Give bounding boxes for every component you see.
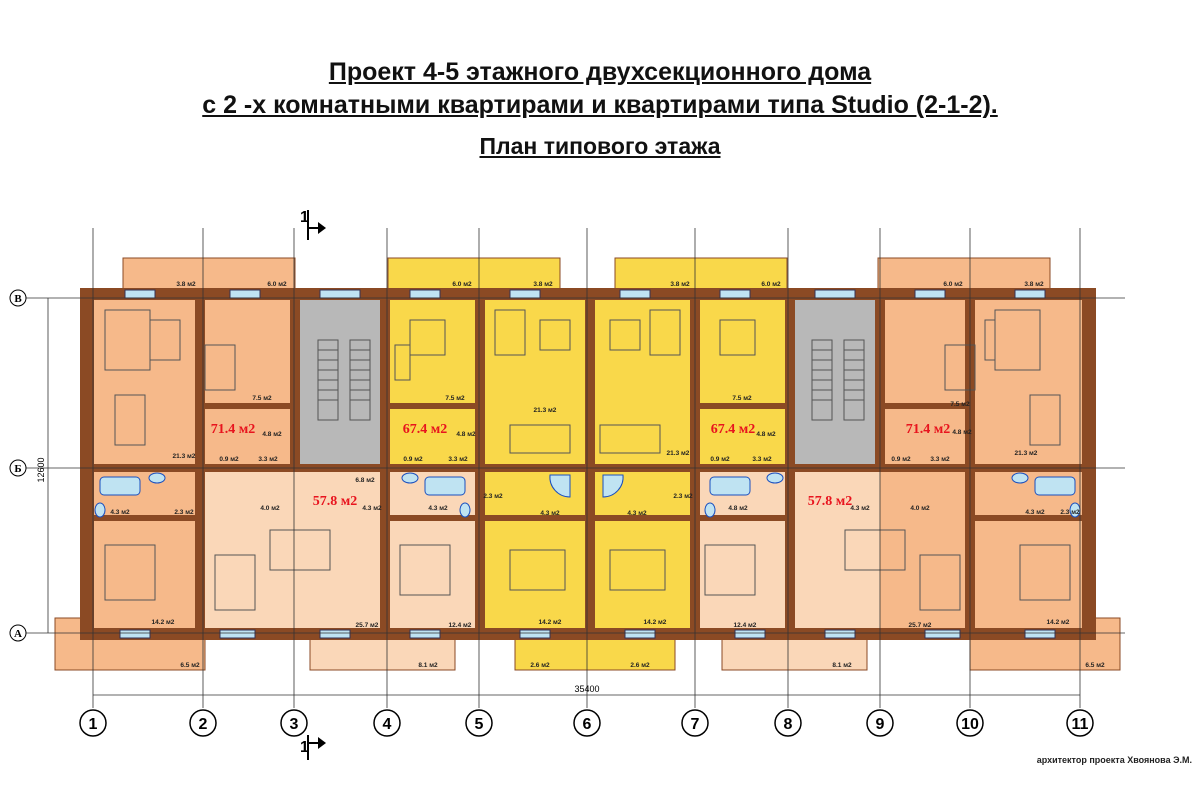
depth-dimension: 12600 xyxy=(36,457,46,482)
axis-number-1: 1 xyxy=(89,716,98,733)
room-area: 21.3 м2 xyxy=(534,407,557,414)
axis-number-6: 6 xyxy=(583,716,592,733)
axis-letter-b: Б xyxy=(14,463,21,475)
room-area: 4.8 м2 xyxy=(728,505,748,512)
room-area: 21.3 м2 xyxy=(667,450,690,457)
room-area: 2.3 м2 xyxy=(673,493,693,500)
room-area: 2.6 м2 xyxy=(530,662,550,669)
section-label-top: 1 xyxy=(300,209,309,226)
apt-area-5: 57.8 м2 xyxy=(808,494,853,509)
room-area: 6.0 м2 xyxy=(943,281,963,288)
room-area: 7.5 м2 xyxy=(950,401,970,408)
room-area: 4.8 м2 xyxy=(262,431,282,438)
room-area: 3.8 м2 xyxy=(670,281,690,288)
room-area: 21.3 м2 xyxy=(173,453,196,460)
apt-area-1: 71.4 м2 xyxy=(211,422,256,437)
room-area: 12.4 м2 xyxy=(449,622,472,629)
room-area: 6.8 м2 xyxy=(355,477,375,484)
room-area: 6.0 м2 xyxy=(452,281,472,288)
architect-credit: архитектор проекта Хвоянова Э.М. xyxy=(1036,755,1192,765)
room-area: 4.8 м2 xyxy=(952,429,972,436)
room-area: 14.2 м2 xyxy=(152,619,175,626)
room-area: 4.3 м2 xyxy=(428,505,448,512)
axis-number-7: 7 xyxy=(691,716,700,733)
apartment-area-labels: 71.4 м2 57.8 м2 67.4 м2 67.4 м2 57.8 м2 … xyxy=(211,422,951,509)
room-area: 6.5 м2 xyxy=(180,662,200,669)
room-area: 4.3 м2 xyxy=(540,510,560,517)
room-area: 4.8 м2 xyxy=(456,431,476,438)
room-area: 3.8 м2 xyxy=(176,281,196,288)
room-area: 4.3 м2 xyxy=(1025,509,1045,516)
windows xyxy=(119,289,1056,639)
room-area: 25.7 м2 xyxy=(909,622,932,629)
room-area: 4.3 м2 xyxy=(110,509,130,516)
axis-number-8: 8 xyxy=(784,716,793,733)
apt-area-2: 57.8 м2 xyxy=(313,494,358,509)
room-area: 4.3 м2 xyxy=(362,505,382,512)
room-area: 2.3 м2 xyxy=(174,509,194,516)
room-area: 2.3 м2 xyxy=(483,493,503,500)
room-area: 6.0 м2 xyxy=(267,281,287,288)
room-area-labels: 3.8 м2 6.0 м2 6.0 м2 3.8 м2 3.8 м2 6.0 м… xyxy=(110,281,1105,669)
room-area: 12.4 м2 xyxy=(734,622,757,629)
room-area: 2.3 м2 xyxy=(1060,509,1080,516)
room-area: 0.9 м2 xyxy=(219,456,239,463)
plan-subtitle: План типового этажа xyxy=(479,133,721,159)
axis-letter-v: В xyxy=(14,293,22,305)
axis-number-2: 2 xyxy=(199,716,208,733)
room-area: 3.8 м2 xyxy=(1024,281,1044,288)
title-line-2: с 2 -х комнатными квартирами и квартирам… xyxy=(202,91,998,119)
room-area: 25.7 м2 xyxy=(356,622,379,629)
axis-number-9: 9 xyxy=(876,716,885,733)
overall-dimension: 35400 xyxy=(574,684,599,694)
room-area: 7.5 м2 xyxy=(732,395,752,402)
room-area: 14.2 м2 xyxy=(1047,619,1070,626)
apt-area-3: 67.4 м2 xyxy=(403,422,448,437)
room-area: 8.1 м2 xyxy=(832,662,852,669)
axis-numbers: 1 2 3 4 5 6 7 8 9 10 11 xyxy=(79,709,1094,737)
room-area: 0.9 м2 xyxy=(710,456,730,463)
apt-area-6: 71.4 м2 xyxy=(906,422,951,437)
room-area: 6.5 м2 xyxy=(1085,662,1105,669)
axis-number-11: 11 xyxy=(1072,716,1089,733)
room-area: 3.3 м2 xyxy=(930,456,950,463)
room-area: 4.8 м2 xyxy=(756,431,776,438)
room-area: 7.5 м2 xyxy=(252,395,272,402)
room-area: 3.3 м2 xyxy=(448,456,468,463)
room-area: 4.0 м2 xyxy=(910,505,930,512)
section-cut-bottom: 1 xyxy=(300,735,326,760)
room-area: 2.6 м2 xyxy=(630,662,650,669)
title-line-1: Проект 4-5 этажного двухсекционного дома xyxy=(328,58,872,86)
room-area: 8.1 м2 xyxy=(418,662,438,669)
room-area: 3.8 м2 xyxy=(533,281,553,288)
room-area: 3.3 м2 xyxy=(258,456,278,463)
section-cut-top: 1 xyxy=(300,209,326,240)
section-label-bottom: 1 xyxy=(300,739,309,756)
room-area: 3.3 м2 xyxy=(752,456,772,463)
apt-area-4: 67.4 м2 xyxy=(711,422,756,437)
room-area: 0.9 м2 xyxy=(403,456,423,463)
room-area: 14.2 м2 xyxy=(644,619,667,626)
axis-number-10: 10 xyxy=(961,716,979,733)
room-area: 4.3 м2 xyxy=(627,510,647,517)
furniture xyxy=(104,309,1071,611)
room-area: 0.9 м2 xyxy=(891,456,911,463)
axis-letters: В Б А xyxy=(9,289,27,642)
axis-letter-a: А xyxy=(14,628,22,640)
axis-lines xyxy=(25,228,1125,708)
axis-number-3: 3 xyxy=(290,716,299,733)
stairs xyxy=(317,339,865,421)
room-area: 4.0 м2 xyxy=(260,505,280,512)
room-area: 21.3 м2 xyxy=(1015,450,1038,457)
room-area: 7.5 м2 xyxy=(445,395,465,402)
axis-number-5: 5 xyxy=(475,716,484,733)
room-area: 14.2 м2 xyxy=(539,619,562,626)
room-area: 6.0 м2 xyxy=(761,281,781,288)
room-area: 4.3 м2 xyxy=(850,505,870,512)
axis-number-4: 4 xyxy=(383,716,392,733)
bath-fixtures xyxy=(94,472,1081,518)
